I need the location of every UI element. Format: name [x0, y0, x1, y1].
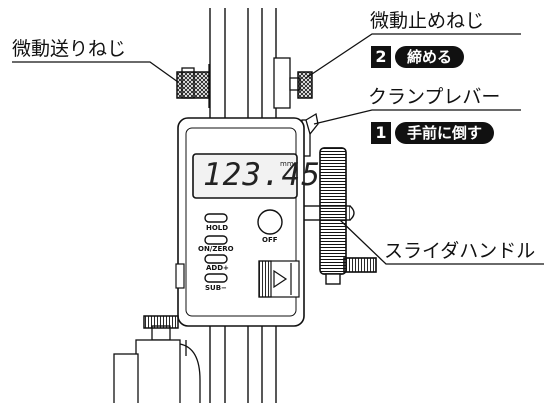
- slider-handle-label: スライダハンドル: [384, 240, 536, 262]
- slider-handle-wheel[interactable]: [319, 147, 377, 285]
- step-1-tilt: 1 手前に倒す: [371, 122, 495, 144]
- add-label: ADD+: [206, 264, 229, 272]
- leader-fine-stop: [305, 33, 521, 79]
- play-arrow-icon: [273, 269, 288, 289]
- step-text: 締める: [395, 46, 465, 68]
- step-number: 1: [371, 122, 391, 144]
- leader-lines: [12, 33, 544, 265]
- side-clip: [175, 263, 185, 289]
- battery-cover: [258, 260, 300, 298]
- on-zero-label: ON/ZERO: [198, 245, 234, 253]
- off-label: OFF: [262, 236, 278, 244]
- fine-feed-label: 微動送りねじ: [12, 38, 127, 60]
- add-button[interactable]: [204, 254, 228, 264]
- leader-slider: [339, 219, 544, 265]
- leader-fine-feed: [12, 61, 179, 83]
- lcd-reading: 123.45: [203, 157, 321, 193]
- fine-feed-knob[interactable]: [176, 64, 210, 108]
- fine-stop-label: 微動止めねじ: [370, 10, 485, 32]
- sub-button[interactable]: [204, 273, 228, 283]
- lcd-window: [192, 153, 298, 199]
- hold-label: HOLD: [206, 224, 229, 232]
- step-2-tighten: 2 締める: [371, 46, 465, 68]
- function-buttons: [204, 209, 283, 283]
- fine-stop-screw[interactable]: [273, 57, 313, 109]
- on-zero-button[interactable]: [204, 235, 228, 245]
- step-number: 2: [371, 46, 391, 68]
- step-text: 手前に倒す: [395, 122, 495, 144]
- clamp-lever-label: クランプレバー: [368, 86, 501, 108]
- counter-face: [185, 127, 297, 317]
- off-button[interactable]: [257, 209, 283, 235]
- sub-label: SUB−: [205, 284, 227, 292]
- lcd-unit: mm: [280, 160, 294, 168]
- hold-button[interactable]: [204, 213, 228, 223]
- leader-clamp: [313, 109, 521, 125]
- bottom-clamp[interactable]: [113, 315, 201, 403]
